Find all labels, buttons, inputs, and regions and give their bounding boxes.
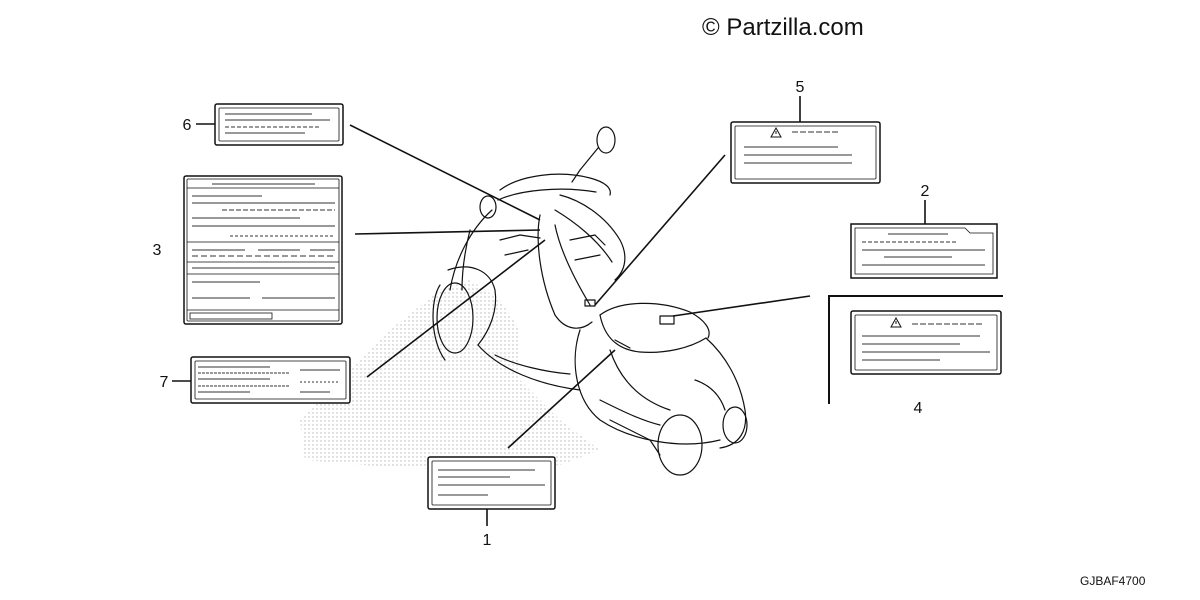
decal-label-5 (730, 121, 881, 184)
callout-number-4: 4 (914, 400, 923, 417)
leader-line-2 (672, 295, 811, 317)
decal-label-2 (850, 223, 998, 279)
decal-label-3 (183, 175, 343, 325)
callout-number-7: 7 (160, 374, 169, 391)
warning-triangle-icon (890, 316, 902, 328)
leader-line-3 (354, 229, 541, 235)
warning-triangle-icon (770, 126, 782, 138)
leader-line-1 (507, 349, 616, 449)
copyright-watermark: © Partzilla.com (702, 14, 864, 41)
callout-number-3: 3 (153, 242, 162, 259)
callout-bracket-4 (828, 295, 1003, 404)
callout-numbers: 1 2 3 4 5 6 7 (153, 79, 930, 549)
leader-line-5 (594, 154, 726, 306)
callout-number-1: 1 (483, 532, 492, 549)
scooter-illustration (432, 126, 748, 476)
decal-label-4 (850, 310, 1002, 375)
mirror-left (479, 195, 497, 219)
leader-line-6 (349, 124, 541, 221)
callout-number-2: 2 (921, 183, 930, 200)
callout-number-6: 6 (183, 117, 192, 134)
leader-line-7 (366, 239, 546, 378)
decal-label-1 (427, 456, 556, 510)
callout-number-5: 5 (796, 79, 805, 96)
decal-label-7 (190, 356, 351, 404)
mirror-right (596, 126, 616, 154)
leader-lines (172, 96, 926, 526)
ground-shadow (300, 280, 600, 470)
decal-label-6 (214, 103, 344, 146)
diagram-code: GJBAF4700 (1080, 574, 1146, 588)
